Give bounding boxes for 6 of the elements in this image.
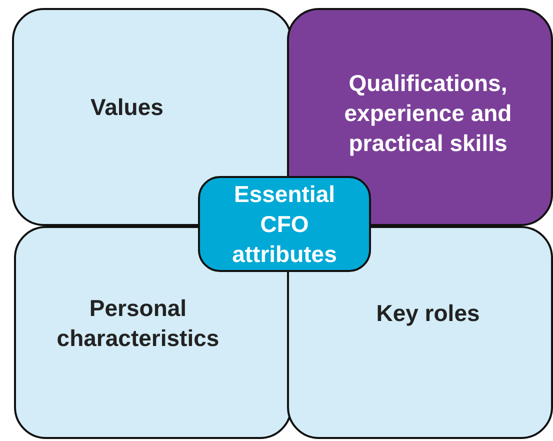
box-label: Key roles (376, 298, 480, 328)
box-label: Qualifications, experience and practical skills (343, 69, 513, 158)
box-label: Personal characteristics (56, 294, 220, 352)
box-label: Values (90, 93, 164, 122)
center-box (198, 176, 371, 272)
box-label: Essential CFO attributes (231, 180, 338, 269)
